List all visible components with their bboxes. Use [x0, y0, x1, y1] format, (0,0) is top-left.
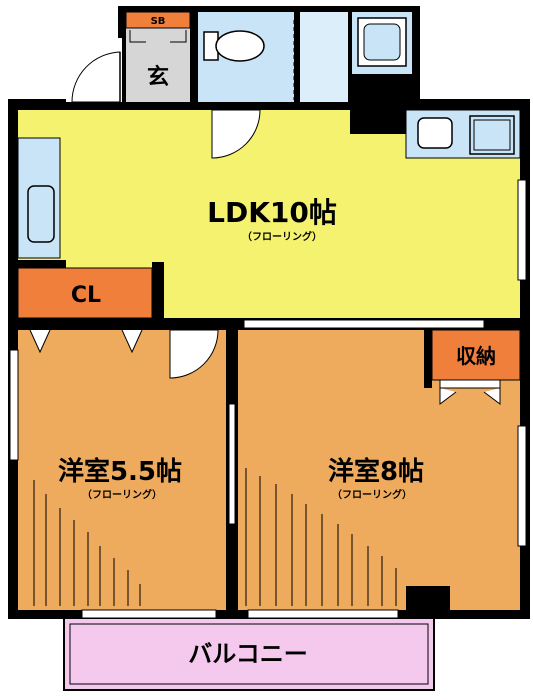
left-closet-doors — [29, 329, 143, 354]
washroom — [300, 12, 348, 102]
kitchen-pillar — [350, 100, 406, 134]
closet-label: CL — [71, 283, 101, 308]
toilet — [203, 30, 265, 62]
western-left-floor — [18, 330, 226, 610]
shoe-box-doors — [129, 30, 187, 43]
ldk-floor-label: （フローリング） — [242, 230, 322, 243]
balcony — [63, 617, 435, 691]
shoe-box — [125, 11, 191, 29]
storage-doors-frame — [439, 379, 501, 389]
west-window — [9, 349, 19, 461]
storage-label: 収納 — [456, 344, 496, 368]
storage-doors — [439, 388, 501, 405]
left-room-hatch — [33, 480, 141, 606]
shoe-box-label: SB — [151, 16, 166, 27]
entrance-label: 玄 — [147, 64, 169, 90]
western-right-label: 洋室8帖 — [328, 456, 424, 487]
east-window-room — [517, 425, 527, 547]
washbasin — [17, 137, 61, 259]
ldk-door-swing — [211, 109, 261, 159]
balcony-label: バルコニー — [188, 640, 308, 668]
balcony-window-right — [247, 609, 399, 619]
left-room-door-swing — [169, 329, 219, 379]
western-left-label: 洋室5.5帖 — [58, 456, 182, 487]
bathtub — [357, 17, 407, 67]
western-right-floor-label: （フローリング） — [332, 488, 412, 501]
closet-wall — [152, 262, 164, 328]
storage-wall — [424, 330, 432, 388]
western-left-floor-label: （フローリング） — [82, 488, 162, 501]
right-room-pillar — [406, 586, 450, 610]
right-room-hatch — [245, 468, 397, 606]
sink — [417, 117, 453, 149]
east-window-ldk — [517, 179, 527, 281]
balcony-window-left — [81, 609, 217, 619]
entrance-door-swing — [71, 51, 121, 103]
storage — [431, 329, 521, 381]
ldk-label: LDK10帖 — [207, 196, 337, 229]
stove-inner — [473, 119, 511, 151]
ldk-sliding-door — [243, 319, 485, 329]
partition-window — [228, 403, 236, 525]
stove — [469, 115, 515, 155]
